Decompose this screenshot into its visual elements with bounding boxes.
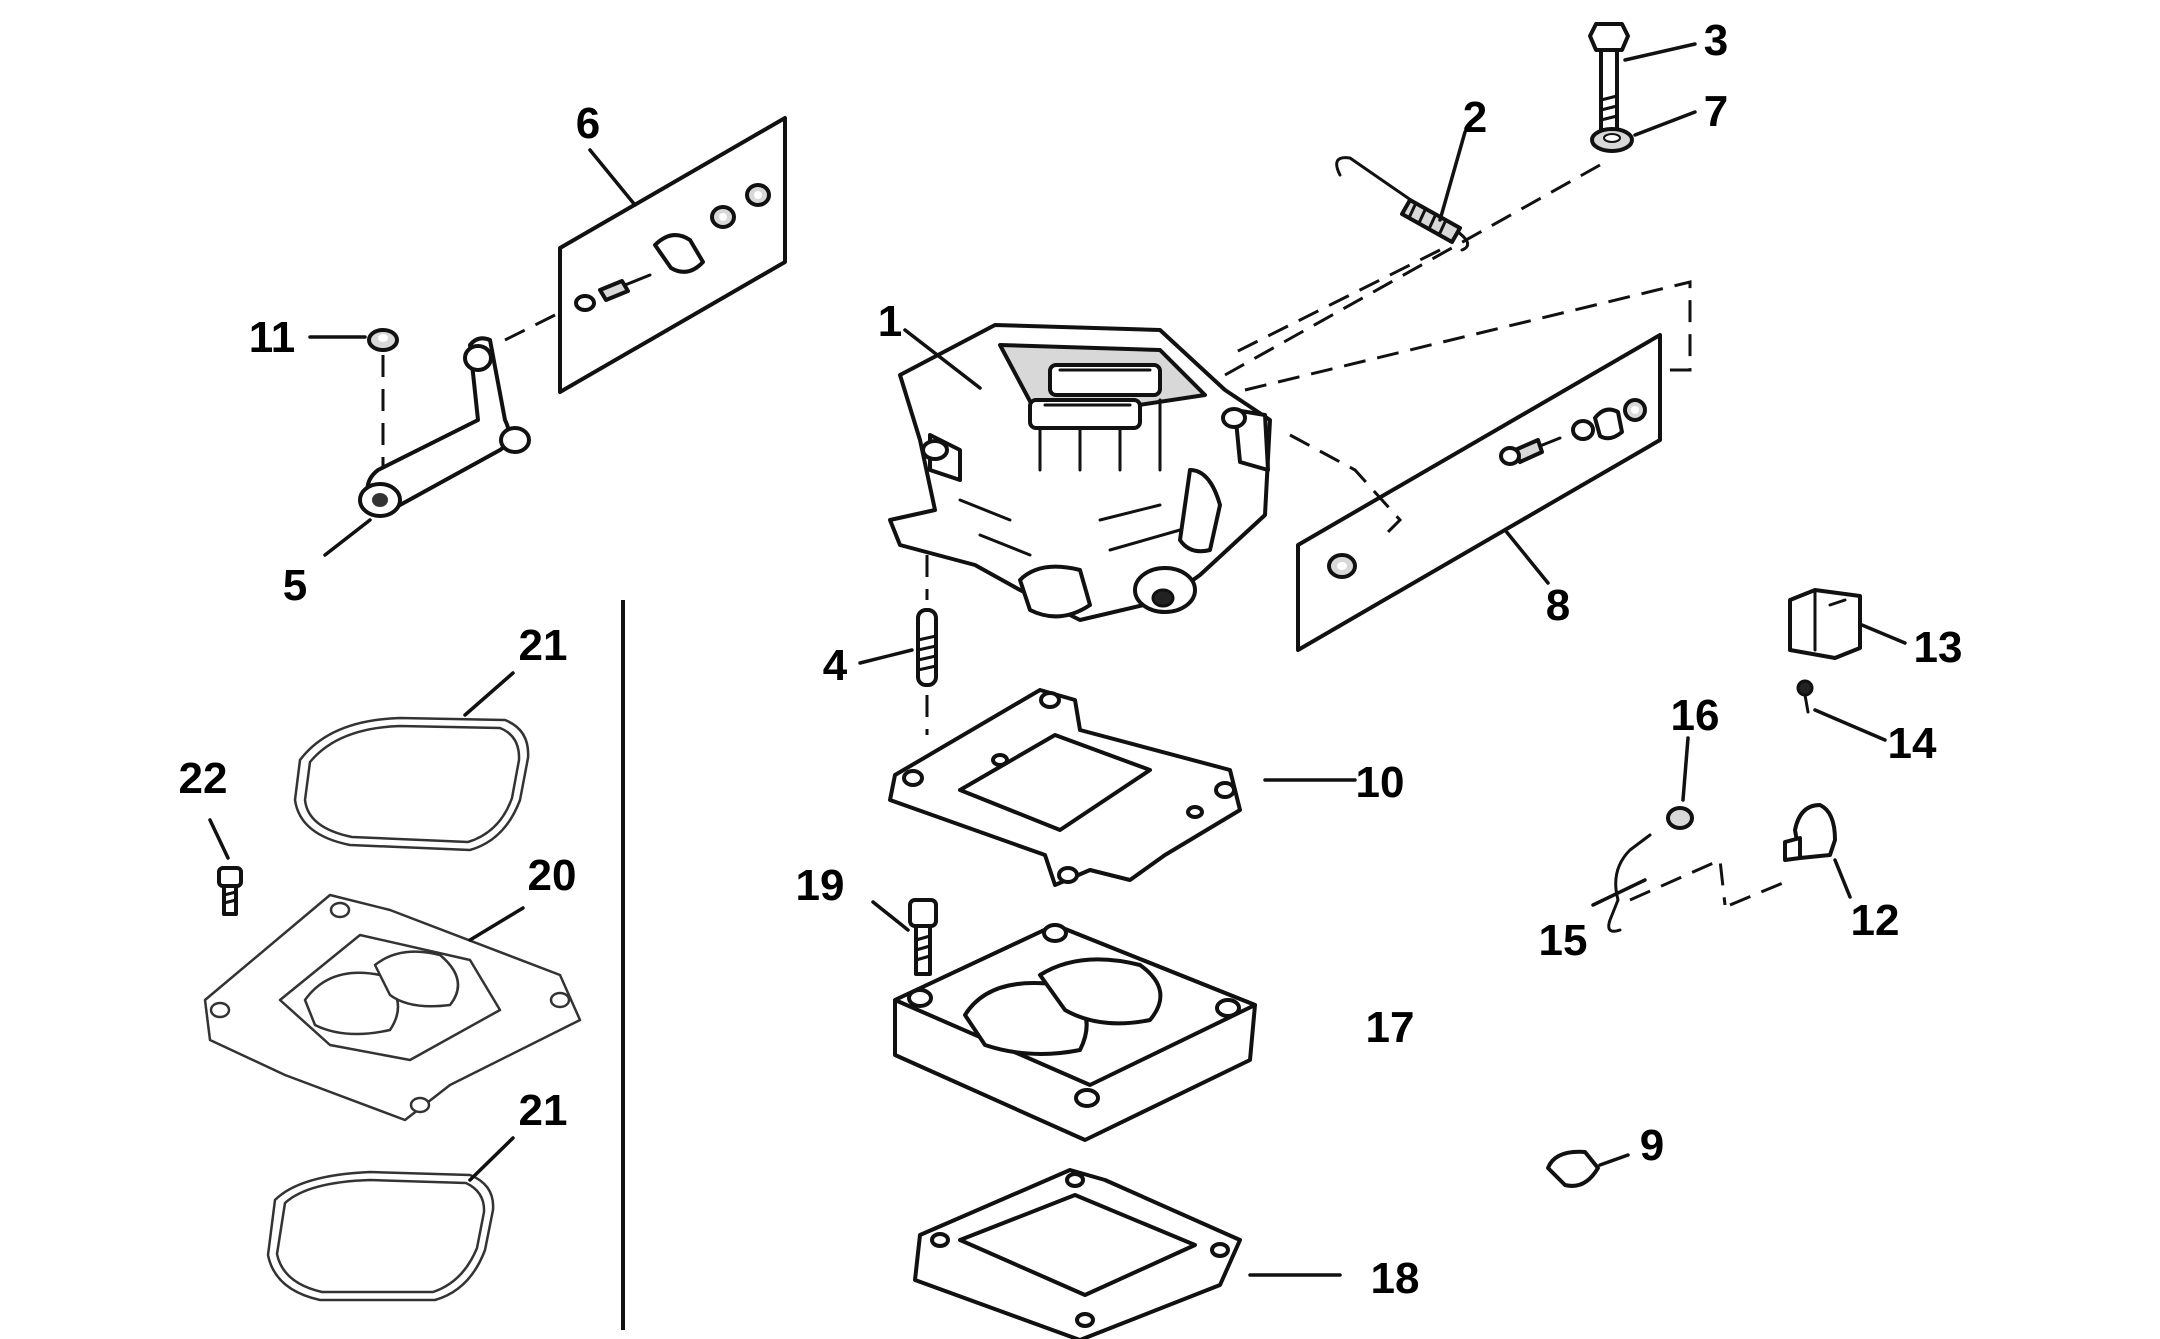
callout-10: 10 — [1356, 758, 1405, 807]
part-19-screw — [908, 898, 938, 976]
dashed-guide-line — [1224, 163, 1601, 377]
part-11-nut — [367, 328, 399, 352]
callout-1: 1 — [878, 297, 902, 346]
part-1-carburetor — [888, 323, 1272, 622]
leader-lines — [208, 42, 1907, 1277]
callout-5: 5 — [283, 561, 307, 610]
part-3-bolt — [1588, 22, 1630, 132]
callout-17: 17 — [1366, 1003, 1415, 1052]
callout-15: 15 — [1539, 916, 1588, 965]
dashed-guide-line — [1289, 433, 1403, 542]
callout-4-nut-label: 7 — [1704, 87, 1728, 136]
callout-19: 19 — [796, 861, 845, 910]
callout-20: 20 — [528, 851, 577, 900]
part-15-clip — [1607, 833, 1652, 933]
part-8-kit-card — [1296, 333, 1662, 652]
part-21-gasket-lower — [266, 1170, 495, 1302]
callout-2: 2 — [1463, 93, 1487, 142]
part-9-plug — [1546, 1149, 1600, 1188]
part-22-screw — [217, 866, 243, 916]
part-12-bracket — [1783, 803, 1837, 862]
callout-18: 18 — [1371, 1254, 1420, 1303]
part-4-stud — [916, 608, 938, 687]
dashed-guide-line — [1729, 878, 1791, 907]
part-5-lever — [358, 336, 531, 518]
callout-22: 22 — [179, 754, 228, 803]
callout-6: 6 — [576, 99, 600, 148]
part-13-switch — [1788, 588, 1862, 660]
callout-16: 16 — [1671, 691, 1720, 740]
callout-12: 12 — [1851, 896, 1900, 945]
dashed-guide-line — [1244, 280, 1692, 392]
callout-9: 9 — [1640, 1121, 1664, 1170]
part-10-gasket — [888, 688, 1242, 887]
part-2-spring — [1335, 156, 1470, 252]
callout-3: 3 — [1704, 16, 1728, 65]
callout-8: 8 — [1546, 581, 1570, 630]
callout-14: 14 — [1888, 719, 1937, 768]
callout-13: 13 — [1914, 623, 1963, 672]
callout-21-upper: 21 — [519, 621, 568, 670]
part-16-nut — [1666, 806, 1694, 830]
dashed-guide-line — [504, 313, 556, 342]
dashed-guide-line — [1229, 248, 1441, 357]
callout-11: 11 — [249, 313, 296, 362]
dashed-guide-line — [1629, 857, 1727, 906]
part-14-screw — [1796, 679, 1814, 714]
callout-4: 4 — [823, 641, 848, 690]
callout-21-lower: 21 — [519, 1086, 568, 1135]
part-21-gasket-upper — [293, 716, 530, 852]
part-17-spacer — [893, 923, 1257, 1142]
part-7-nut — [1590, 127, 1634, 153]
part-20-spacer-kit — [203, 893, 582, 1122]
part-6-kit-card — [558, 116, 787, 394]
part-18-gasket — [913, 1168, 1242, 1339]
